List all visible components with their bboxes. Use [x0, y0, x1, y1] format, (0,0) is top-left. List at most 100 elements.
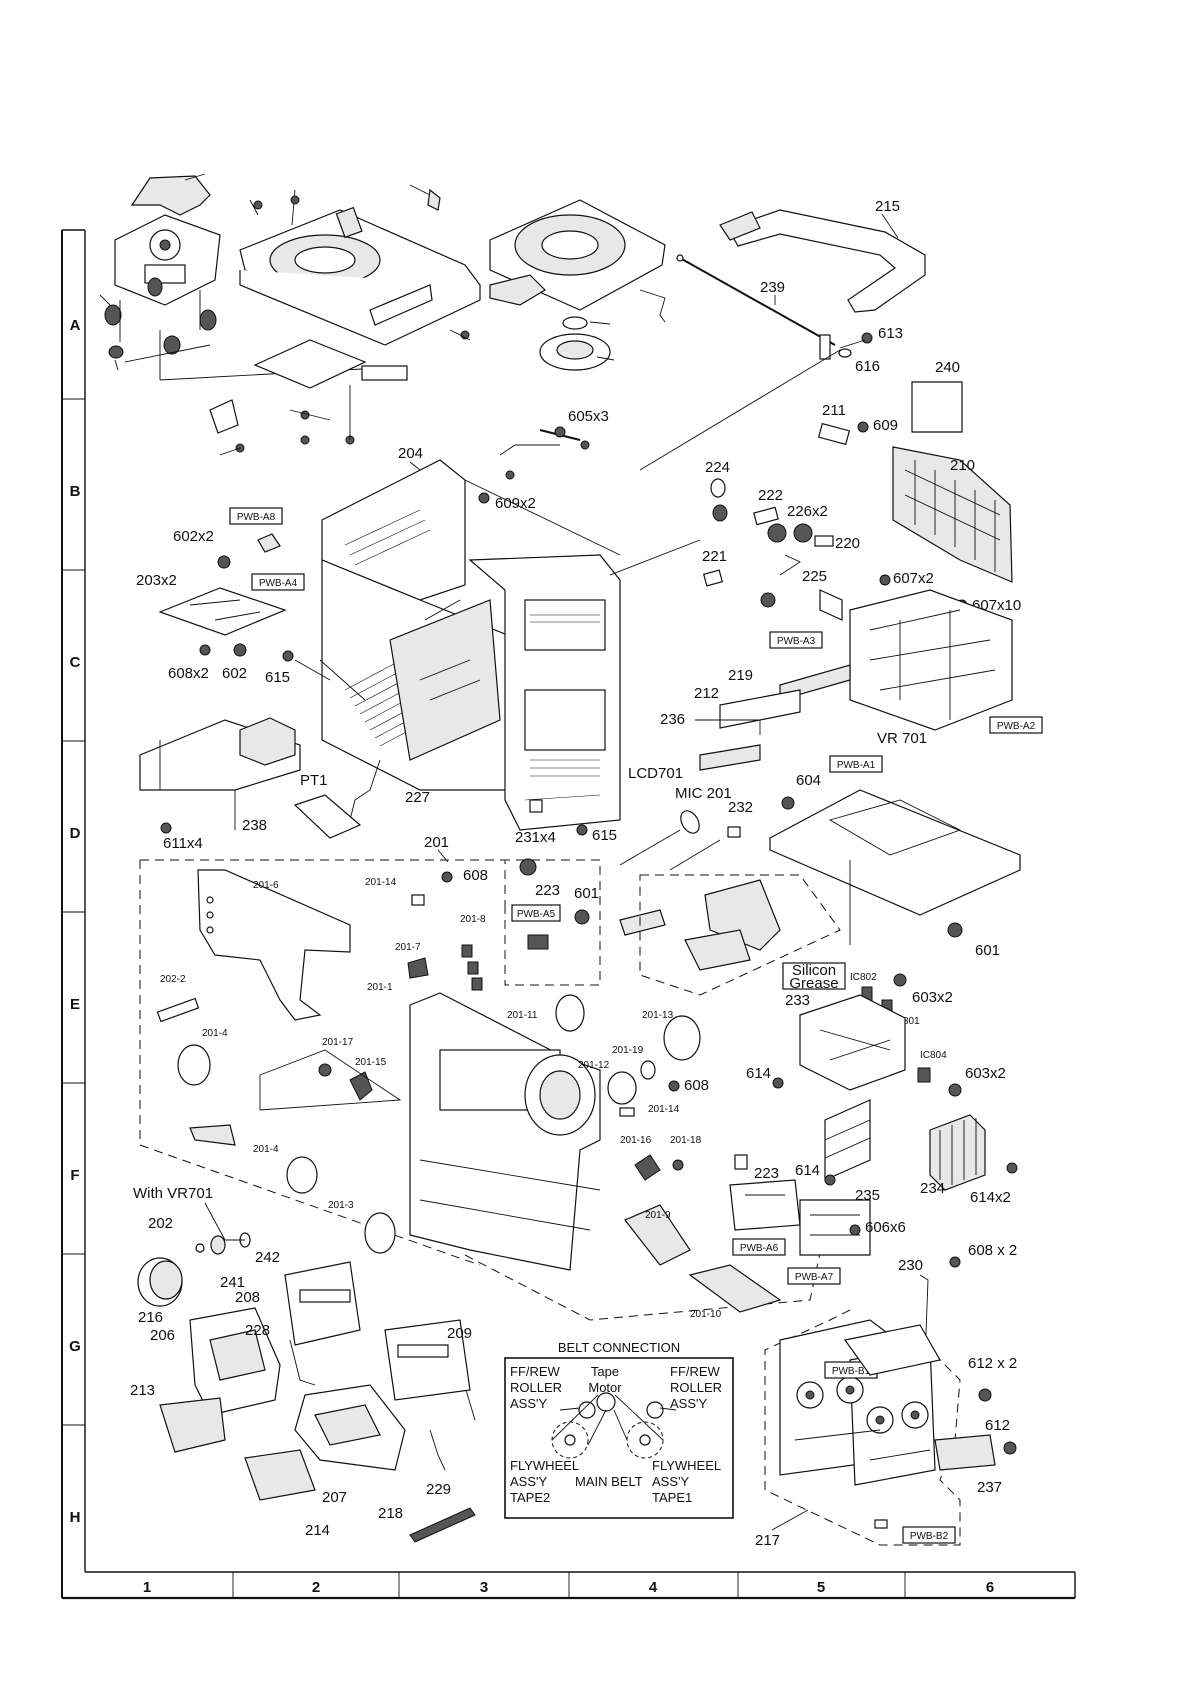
screw-608x2 [199, 644, 211, 656]
callout-with-vr701: With VR701 [133, 1185, 213, 1202]
lever-201-16 [634, 1154, 661, 1181]
knob-201-11 [555, 994, 585, 1032]
screw-603x2a [893, 973, 907, 987]
callout-601a: 601 [574, 885, 599, 902]
volume-knob-group: With VR701 202 241 242 216 [133, 1185, 280, 1326]
callout-201-18: 201-18 [670, 1135, 702, 1146]
callout-226x2: 226x2 [787, 503, 828, 520]
callout-216: 216 [138, 1309, 163, 1326]
callout-604: 604 [796, 772, 821, 789]
screw-608x2b [949, 1256, 961, 1268]
cassette-holder-208 [284, 1261, 361, 1346]
screw [253, 200, 263, 210]
svg-text:ASS'Y: ASS'Y [510, 1474, 547, 1489]
cd-connector [427, 188, 441, 211]
callout-201-17: 201-17 [322, 1037, 354, 1048]
cd-tray-group [239, 184, 481, 346]
col-label-3: 3 [480, 1579, 488, 1596]
svg-text:Motor: Motor [588, 1380, 622, 1395]
callout-201-3: 201-3 [328, 1200, 354, 1211]
knob-201-3 [364, 1212, 396, 1254]
callout-603x2a: 603x2 [912, 989, 953, 1006]
svg-text:PWB-A4: PWB-A4 [259, 578, 298, 589]
callout-201-11: 201-11 [507, 1010, 538, 1021]
cassette-door-group: 208 206 228 209 213 207 214 229 218 [130, 1261, 476, 1543]
callout-201-19: 201-19 [612, 1045, 644, 1056]
callout-lcd701: LCD701 [628, 765, 683, 782]
back-panel-210: 210 [892, 446, 1013, 583]
callout-211: 211 [822, 402, 846, 419]
callout-608x2: 608x2 [168, 665, 209, 682]
pwb-a1-board [769, 789, 1021, 916]
svg-text:PWB-A5: PWB-A5 [517, 909, 556, 920]
callout-212: 212 [694, 685, 719, 702]
screw-613 [861, 332, 873, 344]
callout-ic804: IC804 [920, 1050, 947, 1061]
box-pwb-a1 [829, 755, 883, 773]
knob-201-12 [607, 1071, 637, 1105]
heatsink-bracket-233 [799, 994, 906, 1091]
callout-209: 209 [447, 1325, 472, 1342]
row-label-c: C [70, 654, 81, 671]
handle-antenna-group: 215 239 613 616 [676, 198, 926, 375]
col-label-2: 2 [312, 1579, 320, 1596]
grid-frame: A B C D E F G H 1 2 3 4 5 6 [61, 229, 1076, 1600]
cable-tie-218 [409, 1507, 476, 1543]
screw-608a [441, 871, 453, 883]
svg-text:PWB-B1: PWB-B1 [832, 1366, 871, 1377]
col-label-4: 4 [649, 1579, 658, 1596]
callout-220: 220 [835, 535, 860, 552]
cd-mechanism-group [99, 173, 381, 381]
cd-pickup-clamp [130, 175, 211, 216]
screw-603x2b [948, 1083, 962, 1097]
box-pwb-a8 [229, 507, 283, 525]
part-201-8 [461, 944, 483, 991]
callout-202: 202 [148, 1215, 173, 1232]
pwb-a4-board [158, 587, 287, 636]
damper-rubbers [104, 277, 217, 359]
screw-609x2 [478, 492, 490, 504]
callout-vr701: VR 701 [877, 730, 927, 747]
svg-text:PWB-A7: PWB-A7 [795, 1272, 834, 1283]
callout-215: 215 [875, 198, 900, 215]
part-224-spring [710, 478, 726, 498]
callout-221: 221 [702, 548, 727, 565]
callout-201-8: 201-8 [460, 914, 486, 925]
pwb-a1-group: PWB-A1 604 601 MIC 201 232 [619, 755, 1021, 959]
callout-233: 233 [785, 992, 810, 1009]
row-label-d: D [70, 825, 81, 842]
antenna-tip [676, 254, 684, 262]
callout-227: 227 [405, 789, 430, 806]
callout-204: 204 [398, 445, 423, 462]
callout-201-16: 201-16 [620, 1135, 652, 1146]
switch-201-7 [407, 957, 429, 979]
callout-230: 230 [898, 1257, 923, 1274]
callout-217: 217 [755, 1532, 780, 1549]
front-panel-assembly-201: 201 201-6 202-2 201-4 201-4 201-3 201-17… [139, 834, 841, 1321]
callout-201-7: 201-7 [395, 942, 421, 953]
display-pwb-group: 225 PWB-A3 607x2 607x10 PWB-A2 VR 701 21… [628, 568, 1043, 782]
callout-201-1: 201-1 [367, 982, 393, 993]
callout-201-14b: 201-14 [648, 1104, 680, 1115]
label-211 [817, 422, 851, 446]
callout-606x6: 606x6 [865, 1219, 906, 1236]
lcd-701 [699, 744, 761, 771]
part-223b [734, 1154, 748, 1170]
bracket-237 [934, 1434, 996, 1471]
callout-mic201: MIC 201 [675, 785, 732, 802]
ff-rew-roller-right [646, 1401, 664, 1419]
box-pwb-a6 [732, 1238, 786, 1256]
row-label-a: A [70, 317, 81, 334]
svg-text:PWB-B2: PWB-B2 [910, 1531, 949, 1542]
screw-607x2 [879, 574, 891, 586]
part-220 [814, 535, 834, 547]
front-frame-201-6 [197, 869, 351, 1021]
knob-201-4b [286, 1156, 318, 1194]
callout-206: 206 [150, 1327, 175, 1344]
callout-236: 236 [660, 711, 685, 728]
callout-222: 222 [758, 487, 783, 504]
cd-pwb-group [209, 339, 408, 456]
callout-611x4: 611x4 [163, 835, 203, 852]
callout-201-6: 201-6 [253, 880, 279, 891]
main-cabinet-group: 204 605x3 609x2 615 231x4 615 227 [265, 349, 841, 846]
